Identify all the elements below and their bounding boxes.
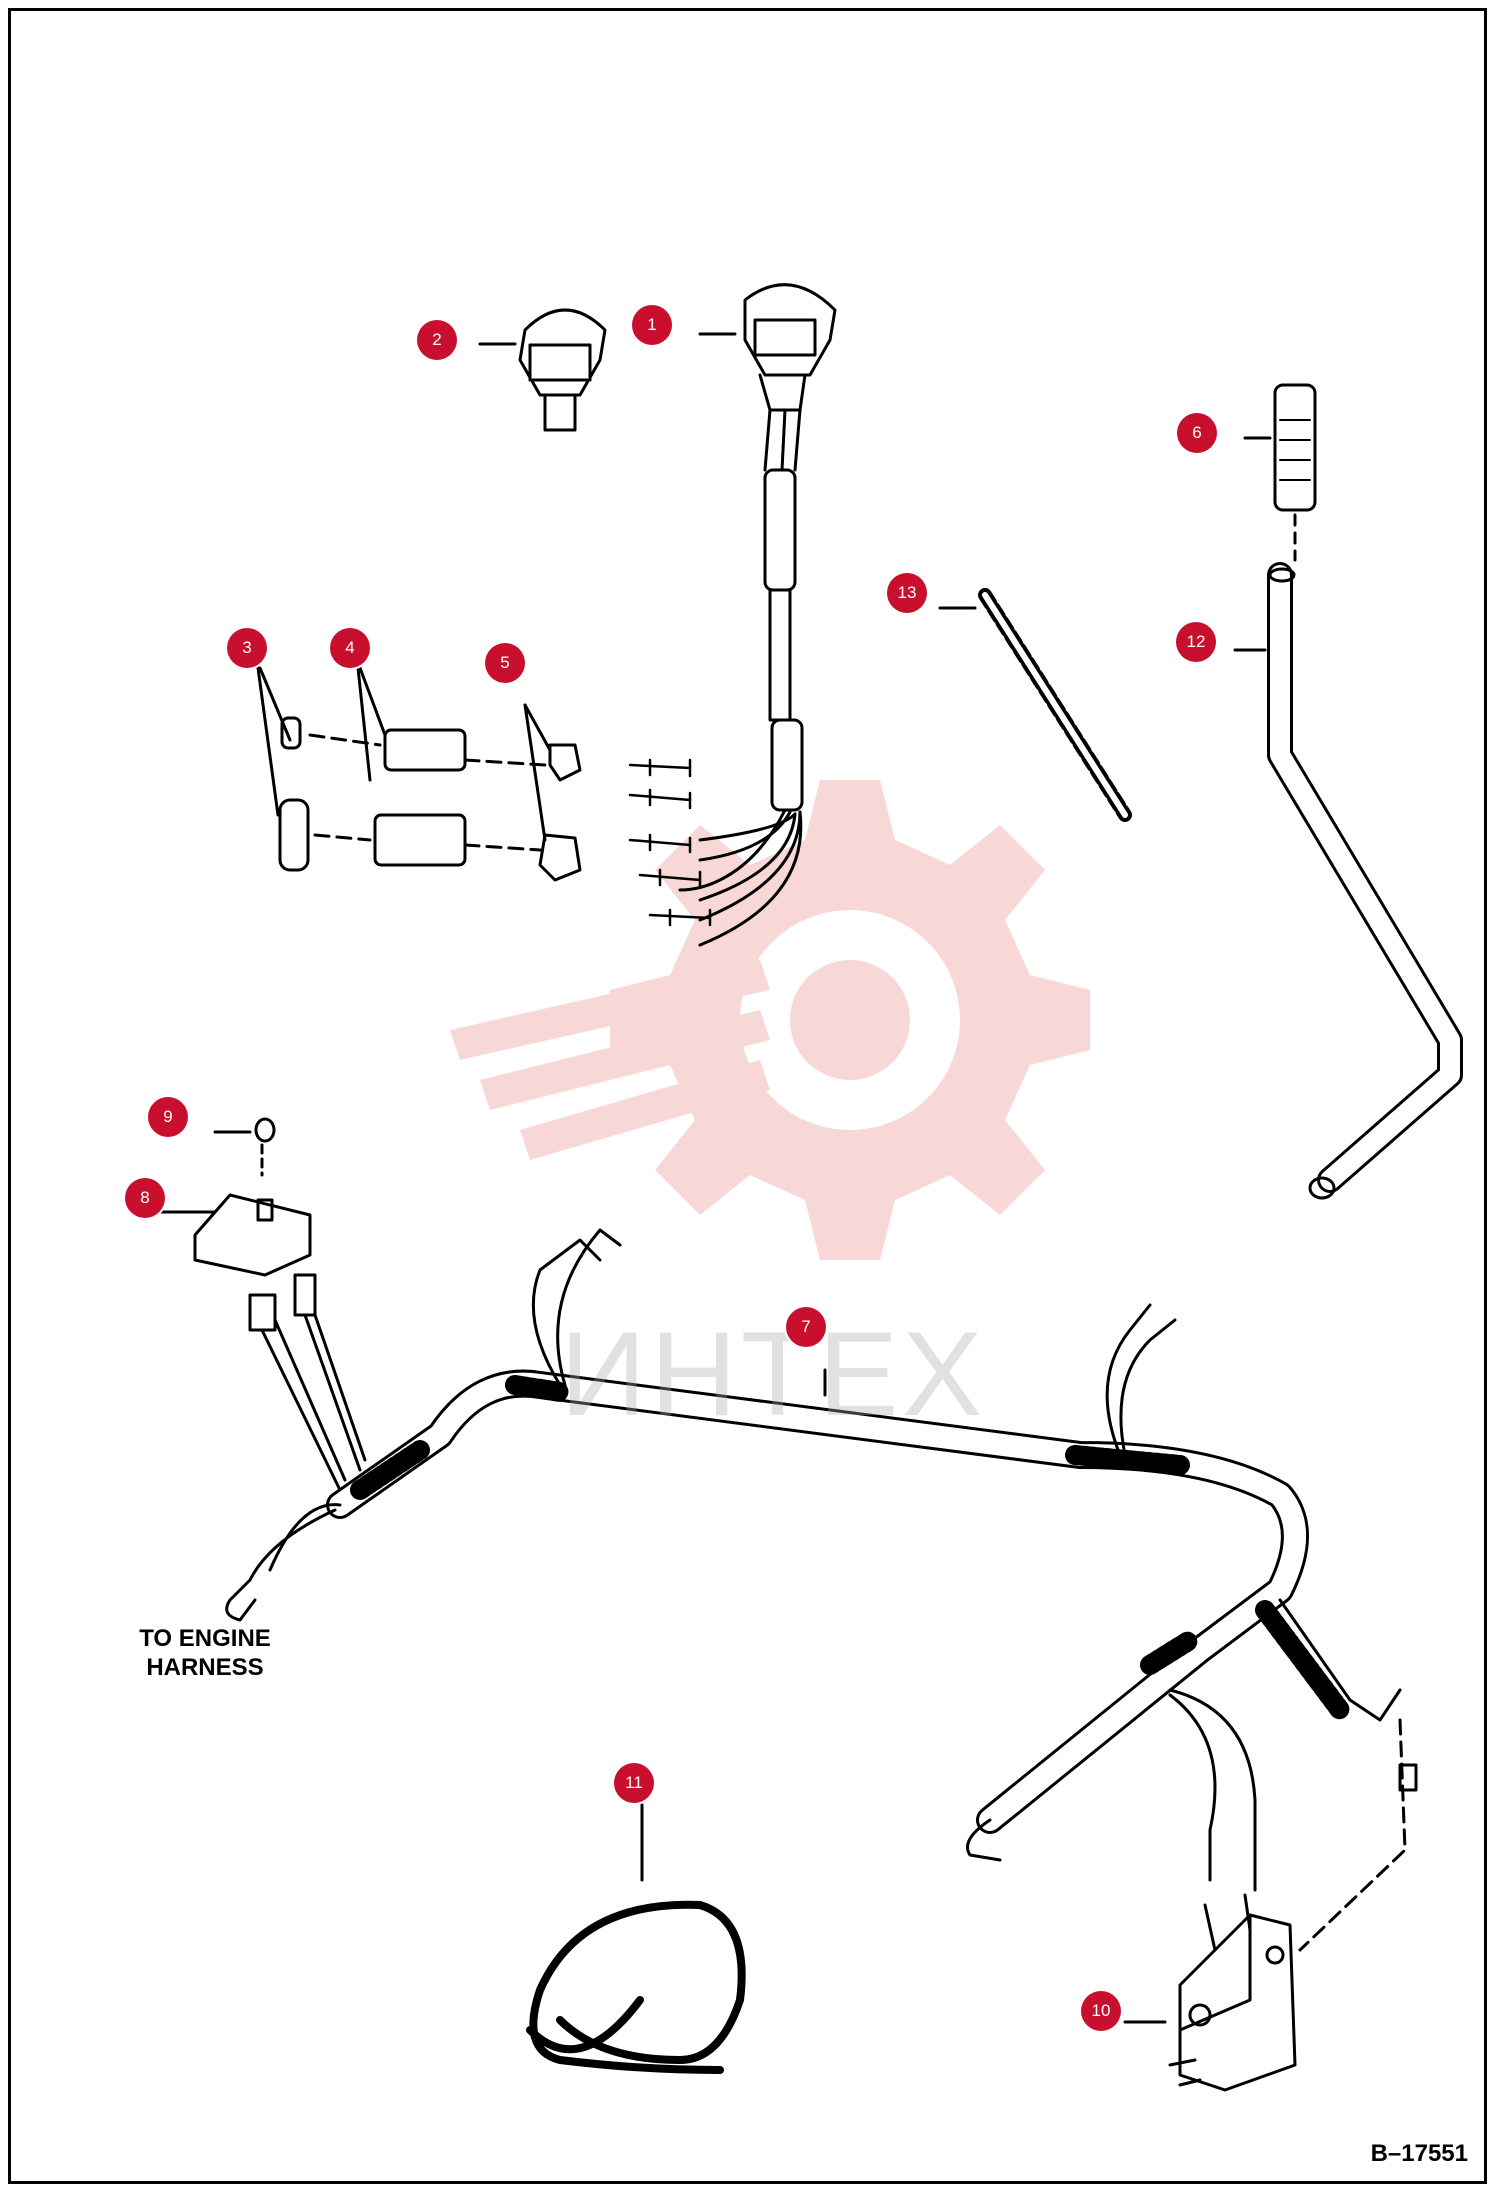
part-5-locks [523,703,582,882]
to-engine-harness-label: TO ENGINE HARNESS [110,1624,300,1682]
callout-6[interactable]: 6 [1177,413,1217,453]
drawing-number: B–17551 [1370,2140,1468,2167]
part-13-tube [938,588,1132,822]
callout-11[interactable]: 11 [614,1763,654,1803]
callout-2[interactable]: 2 [417,320,457,360]
part-3-seals [256,666,310,872]
callout-9[interactable]: 9 [148,1097,188,1137]
part-8-module [158,1193,367,1492]
watermark-gear-logo [450,780,1090,1260]
callout-7[interactable]: 7 [786,1307,826,1347]
part-6-grip [1243,383,1317,562]
callout-12[interactable]: 12 [1176,622,1216,662]
callout-3[interactable]: 3 [227,628,267,668]
engine-label-line1: TO ENGINE [139,1625,271,1652]
callout-1[interactable]: 1 [632,305,672,345]
part-12-lever [1233,562,1463,1200]
wire-terminals [628,758,712,927]
part-11-hose [526,1803,746,2074]
part-1-switch [678,283,837,947]
watermark-text: ИНТЕХ [560,1307,987,1441]
callout-5[interactable]: 5 [485,643,525,683]
callout-4[interactable]: 4 [330,628,370,668]
callout-13[interactable]: 13 [887,573,927,613]
part-10-valve [1123,1893,1297,2092]
part-2-switch [478,308,607,432]
part-7-main-harness [225,1228,1418,1952]
part-9-nut [213,1117,276,1177]
callout-8[interactable]: 8 [125,1178,165,1218]
engine-label-line2: HARNESS [146,1654,264,1681]
part-4-housings [308,666,547,867]
callout-10[interactable]: 10 [1081,1991,1121,2031]
